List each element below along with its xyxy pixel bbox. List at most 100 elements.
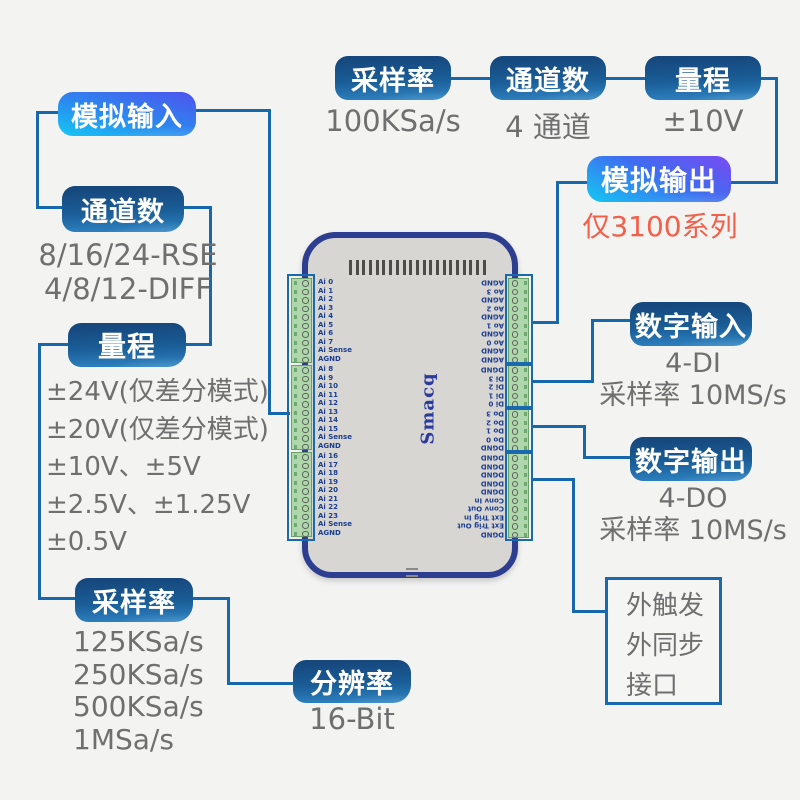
spec-sample-rate-line: 500KSa/s bbox=[73, 690, 204, 723]
terminal-pin-row bbox=[292, 375, 311, 384]
badge-digital-output-label: 数字输出 bbox=[635, 446, 747, 478]
spec-channels-line: 4/8/12-DIFF bbox=[43, 272, 213, 306]
connector-segment bbox=[36, 111, 60, 114]
wire-notch bbox=[523, 298, 527, 303]
terminal-screw bbox=[302, 454, 309, 461]
terminal-pin-row bbox=[292, 409, 311, 418]
terminal-screw bbox=[302, 401, 309, 408]
terminal-screw bbox=[511, 480, 518, 487]
pin-label: DGND bbox=[480, 470, 504, 479]
terminal-screw bbox=[302, 392, 309, 399]
trigger-box-line: 接口 bbox=[626, 671, 679, 701]
wire-notch bbox=[523, 357, 527, 362]
wire-notch bbox=[293, 436, 297, 441]
wire-notch bbox=[523, 498, 527, 503]
pin-label: Ai 19 bbox=[318, 477, 338, 486]
wire-notch bbox=[523, 340, 527, 345]
badge-sample-rate: 采样率 bbox=[75, 578, 193, 622]
pin-label: DGND bbox=[480, 487, 504, 496]
terminal-pin-row bbox=[292, 313, 311, 322]
pin-label: DGND bbox=[480, 443, 504, 452]
spec-digital-output-line: 采样率 10MS/s bbox=[599, 515, 787, 546]
terminal-screw bbox=[511, 411, 518, 418]
connector-segment bbox=[606, 77, 645, 80]
badge-analog-input-label: 模拟输入 bbox=[71, 101, 183, 133]
badge-digital-output: 数字输出 bbox=[630, 437, 752, 481]
vent-slot bbox=[429, 260, 433, 275]
pin-label: Ai 9 bbox=[318, 373, 334, 382]
terminal-screw bbox=[511, 497, 518, 504]
left-terminal-strip bbox=[291, 452, 312, 537]
terminal-screw bbox=[511, 455, 518, 462]
pin-label: Ai 17 bbox=[318, 460, 338, 469]
badge-top-sample-rate-label: 采样率 bbox=[351, 65, 435, 97]
wire-notch bbox=[293, 410, 297, 415]
terminal-screw bbox=[511, 348, 518, 355]
wire-notch bbox=[293, 531, 297, 536]
spec-range-line: ±10V、±5V bbox=[46, 452, 201, 482]
terminal-pin-row bbox=[509, 288, 528, 297]
terminal-screw bbox=[511, 297, 518, 304]
pin-label: Ai 12 bbox=[318, 399, 338, 407]
wire-notch bbox=[293, 480, 297, 485]
pin-label: Ai 20 bbox=[318, 486, 338, 494]
wire-notch bbox=[523, 412, 527, 417]
spec-channels-line: 8/16/24-RSE bbox=[38, 238, 218, 272]
pin-label: Ai 14 bbox=[318, 416, 338, 424]
wire-notch bbox=[293, 402, 297, 407]
wire-notch bbox=[293, 357, 297, 362]
terminal-screw bbox=[302, 339, 309, 346]
spec-resolution: 16-Bit bbox=[309, 702, 395, 736]
terminal-screw bbox=[511, 375, 518, 382]
pin-label: Do 1 bbox=[486, 426, 504, 435]
vent-slot bbox=[369, 260, 373, 275]
wire-notch bbox=[523, 446, 527, 451]
terminal-screw bbox=[511, 280, 518, 287]
terminal-screw bbox=[511, 339, 518, 346]
pin-label: Ai 1 bbox=[318, 286, 334, 295]
terminal-pin-row bbox=[292, 383, 311, 392]
pin-label: DGND bbox=[480, 462, 504, 470]
pin-label: Ai 15 bbox=[318, 424, 338, 433]
terminal-pin-row bbox=[509, 279, 528, 288]
terminal-pin-row bbox=[292, 392, 311, 401]
terminal-pin-row bbox=[292, 417, 311, 426]
badge-top-channels: 通道数 bbox=[490, 56, 606, 100]
badge-range-label: 量程 bbox=[97, 330, 156, 363]
left-terminal-strip bbox=[291, 278, 312, 363]
pin-label: Ao 1 bbox=[486, 321, 504, 329]
terminal-screw bbox=[302, 426, 309, 433]
terminal-pin-row bbox=[292, 504, 311, 513]
terminal-screw bbox=[511, 288, 518, 295]
pin-label: AGND bbox=[481, 312, 504, 321]
spec-range-line: ±0.5V bbox=[46, 527, 127, 557]
pin-label: Ai 0 bbox=[318, 278, 334, 286]
pin-label: Ai 21 bbox=[318, 494, 338, 503]
spec-range-line: ±2.5V、±1.25V bbox=[46, 489, 251, 520]
pin-label: AGND bbox=[481, 329, 504, 338]
terminal-screw bbox=[302, 488, 309, 495]
terminal-pin-row bbox=[509, 375, 528, 384]
wire-notch bbox=[523, 281, 527, 286]
connector-segment bbox=[775, 77, 778, 184]
wire-notch bbox=[523, 402, 527, 407]
vent-slot bbox=[415, 260, 419, 275]
wire-notch bbox=[293, 472, 297, 477]
pin-label: Ai 6 bbox=[318, 329, 334, 337]
terminal-pin-row bbox=[509, 339, 528, 348]
pin-label: Do 2 bbox=[486, 418, 504, 426]
vent-slots bbox=[349, 260, 486, 275]
wire-notch bbox=[523, 490, 527, 495]
pin-label: Ext Trig In bbox=[464, 513, 504, 521]
trigger-box-line: 外同步 bbox=[626, 631, 705, 661]
terminal-screw bbox=[302, 314, 309, 321]
wire-notch bbox=[523, 376, 527, 381]
vent-slot bbox=[375, 260, 379, 275]
wire-notch bbox=[523, 393, 527, 398]
terminal-pin-row bbox=[292, 305, 311, 314]
analog-output-terminal-outline bbox=[505, 274, 533, 366]
terminal-pin-row bbox=[292, 521, 311, 530]
